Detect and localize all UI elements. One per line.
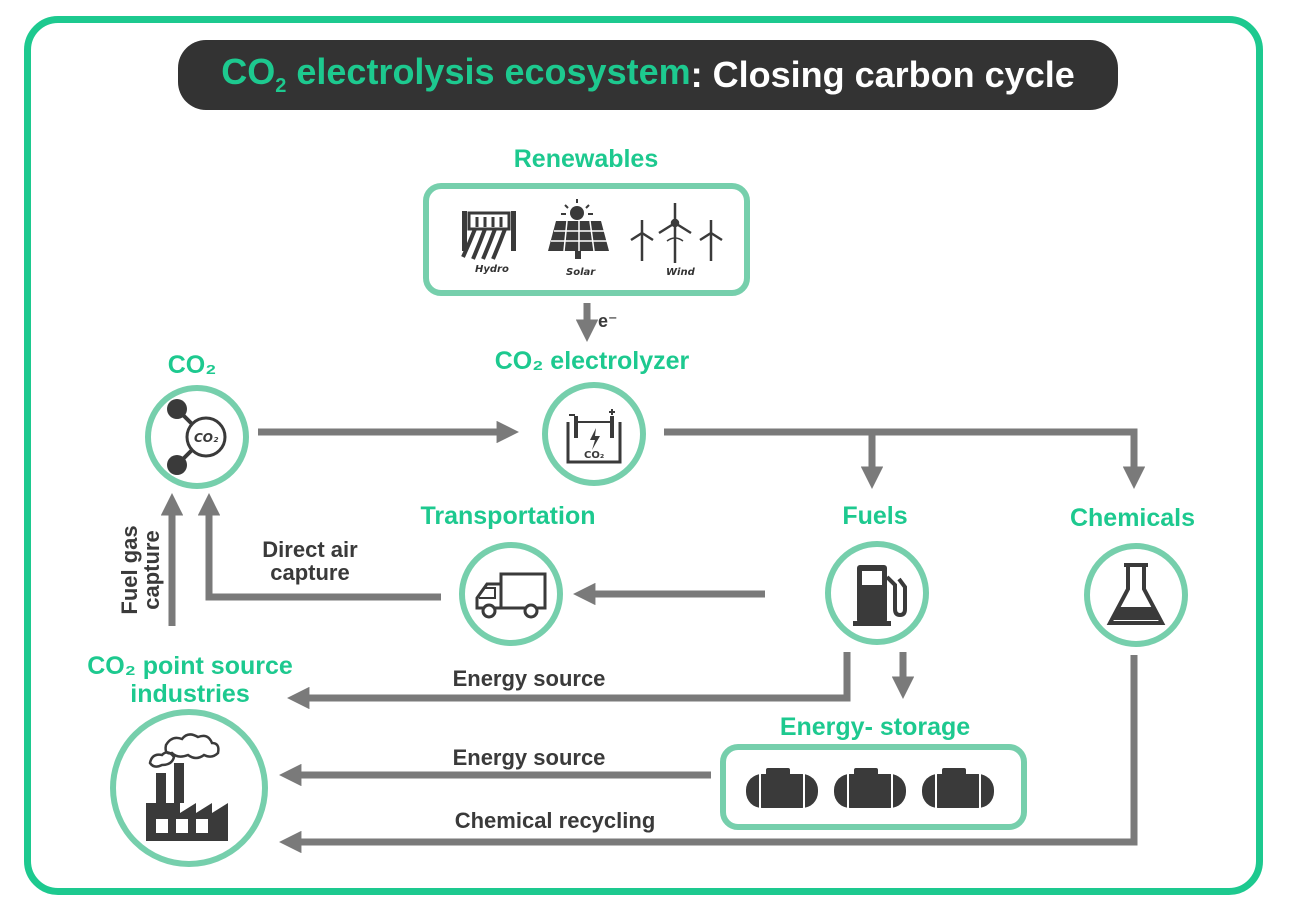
electrolyzer-icon-text: CO₂	[584, 450, 604, 461]
arrow-electrolyzer-to-chemicals	[664, 428, 1146, 489]
electrolyzer-icon: CO₂	[566, 409, 622, 464]
title-rest: Closing carbon cycle	[702, 54, 1075, 95]
solar-caption: Solar	[566, 267, 596, 278]
title-separator: :	[690, 54, 703, 95]
transportation-node	[459, 542, 563, 646]
solar-icon	[548, 199, 609, 259]
arrow-chemical-recycling	[279, 655, 1138, 854]
flask-icon	[1106, 563, 1166, 625]
factory-icon	[146, 733, 228, 841]
fuel-gas-capture-label: Fuel gas capture	[117, 515, 164, 625]
co2-icon-text: CO₂	[194, 431, 219, 445]
chemical-recycling-label: Chemical recycling	[454, 808, 656, 833]
fuel-gas-capture-line1: Fuel gas	[117, 525, 142, 615]
fuels-label: Fuels	[842, 502, 908, 530]
industries-label: CO₂ point source industries	[72, 652, 308, 708]
truck-icon	[475, 572, 547, 619]
title-accent: CO2 electrolysis ecosystem	[221, 51, 691, 98]
renewables-label: Renewables	[513, 145, 659, 173]
wind-icon	[630, 203, 723, 263]
co2-molecule-icon: CO₂	[167, 399, 227, 475]
industries-label-line1: CO₂ point source	[87, 652, 293, 680]
industries-node	[110, 709, 268, 867]
direct-air-capture-label: Direct air capture	[246, 538, 374, 584]
chemicals-label: Chemicals	[1069, 504, 1196, 532]
energy-storage-label: Energy- storage	[779, 713, 971, 741]
electron-label: e⁻	[598, 311, 618, 331]
outer-frame	[24, 16, 1263, 895]
direct-air-capture-line2: capture	[270, 560, 350, 585]
direct-air-capture-line1: Direct air	[262, 537, 358, 562]
diagram-title: CO2 electrolysis ecosystem: Closing carb…	[178, 40, 1118, 110]
renewables-box: Hydro Solar Wind	[423, 183, 750, 296]
co2-node: CO₂	[145, 385, 249, 489]
arrow-fuels-energy-source	[287, 652, 851, 710]
chemicals-node	[1084, 543, 1188, 647]
energy-storage-box	[720, 744, 1027, 830]
fuel-gas-capture-line2: capture	[139, 530, 164, 610]
co2-label: CO₂	[167, 351, 217, 379]
electrolyzer-node: CO₂	[542, 382, 646, 486]
storage-tanks-icon	[746, 768, 994, 808]
energy-source-label-1: Energy source	[452, 666, 606, 691]
fuels-node	[825, 541, 929, 645]
energy-source-label-2: Energy source	[452, 745, 606, 770]
transportation-label: Transportation	[420, 502, 596, 530]
hydro-caption: Hydro	[475, 264, 509, 275]
electrolyzer-label: CO₂ electrolyzer	[494, 347, 690, 375]
industries-label-line2: industries	[130, 680, 250, 708]
hydro-icon	[461, 211, 516, 260]
arrow-direct-air-capture	[197, 493, 441, 601]
wind-caption: Wind	[666, 267, 696, 278]
fuel-pump-icon	[853, 565, 907, 626]
